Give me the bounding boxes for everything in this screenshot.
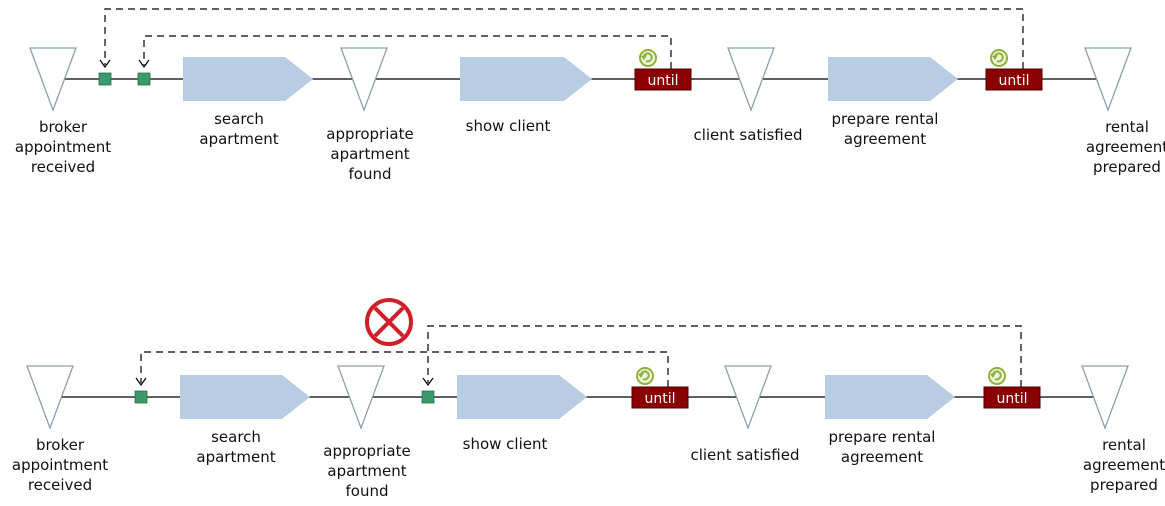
- event-found-label-line: appropriate: [323, 442, 410, 460]
- until-label: until: [644, 391, 675, 407]
- event-satisfied: [724, 365, 772, 430]
- event-start-label-line: received: [28, 476, 92, 494]
- event-found-label-line: apartment: [327, 462, 406, 480]
- function-prepare: [825, 375, 955, 419]
- event-end-label-line: prepared: [1090, 476, 1158, 494]
- connector-start: [98, 72, 112, 86]
- function-prepare: [828, 57, 958, 101]
- function-search-label-line: apartment: [199, 130, 278, 148]
- until-box: [985, 68, 1043, 91]
- event-end-label-line: agreement: [1086, 138, 1165, 156]
- event-start: [29, 47, 77, 112]
- function-search-label-line: search: [214, 110, 264, 128]
- until-label: until: [998, 73, 1029, 89]
- event-start: [26, 365, 74, 430]
- event-end-label-line: rental: [1105, 118, 1149, 136]
- connector-start: [134, 390, 148, 404]
- function-show-label-line: show client: [463, 435, 548, 453]
- loop-arc-outer: [427, 325, 1022, 387]
- loop-arc-inner-arrow: [135, 377, 147, 387]
- function-show-client: [457, 375, 587, 419]
- connector-mid: [421, 390, 435, 404]
- event-end-label-line: agreement: [1083, 456, 1165, 474]
- until-box: [983, 386, 1041, 409]
- function-search-label-line: apartment: [196, 448, 275, 466]
- diagram-invalid-loops: until until broker appointment received searc…: [12, 298, 1165, 500]
- function-show-client: [460, 57, 592, 101]
- function-show-label-line: show client: [466, 117, 551, 135]
- event-found-label-line: found: [349, 165, 392, 183]
- event-start-label-line: broker: [39, 118, 88, 136]
- function-search: [183, 57, 313, 101]
- event-end: [1084, 47, 1132, 112]
- until-label: until: [647, 73, 678, 89]
- function-prepare-label-line: agreement: [841, 448, 923, 466]
- diagram-valid-loops: until until broker appointment received searc…: [15, 8, 1165, 183]
- function-search: [180, 375, 310, 419]
- function-prepare-label-line: prepare rental: [829, 428, 936, 446]
- loop-icon: [639, 49, 657, 67]
- event-found: [337, 365, 385, 430]
- until-operator-2: until: [983, 367, 1041, 409]
- event-satisfied: [727, 47, 775, 112]
- function-search-label-line: search: [211, 428, 261, 446]
- event-found: [340, 47, 388, 112]
- event-end-label-line: rental: [1102, 436, 1146, 454]
- event-start-label-line: received: [31, 158, 95, 176]
- until-operator-1: until: [631, 367, 689, 409]
- loop-icon: [990, 49, 1008, 67]
- loop-arc-inner-arrow: [138, 59, 150, 69]
- event-end: [1081, 365, 1129, 430]
- event-satisfied-label-line: client satisfied: [690, 446, 799, 464]
- event-satisfied-label-line: client satisfied: [693, 126, 802, 144]
- loop-arc-outer-arrow: [422, 377, 434, 387]
- until-box: [631, 386, 689, 409]
- until-box: [634, 68, 692, 91]
- prohibited-icon: [365, 298, 413, 346]
- loop-arc-outer-arrow: [99, 59, 111, 69]
- event-found-label-line: apartment: [330, 145, 409, 163]
- loop-icon: [636, 367, 654, 385]
- loop-arc-outer: [104, 8, 1024, 69]
- loop-icon: [988, 367, 1006, 385]
- event-start-label-line: appointment: [12, 456, 108, 474]
- until-operator-1: until: [634, 49, 692, 91]
- connector-second: [137, 72, 151, 86]
- event-found-label-line: appropriate: [326, 125, 413, 143]
- loop-arc-inner: [140, 351, 669, 387]
- event-end-label-line: prepared: [1093, 158, 1161, 176]
- loop-arc-inner: [143, 35, 672, 69]
- event-start-label-line: broker: [36, 436, 85, 454]
- event-found-label-line: found: [346, 482, 389, 500]
- until-operator-2: until: [985, 49, 1043, 91]
- function-prepare-label-line: prepare rental: [832, 110, 939, 128]
- until-label: until: [996, 391, 1027, 407]
- event-start-label-line: appointment: [15, 138, 111, 156]
- function-prepare-label-line: agreement: [844, 130, 926, 148]
